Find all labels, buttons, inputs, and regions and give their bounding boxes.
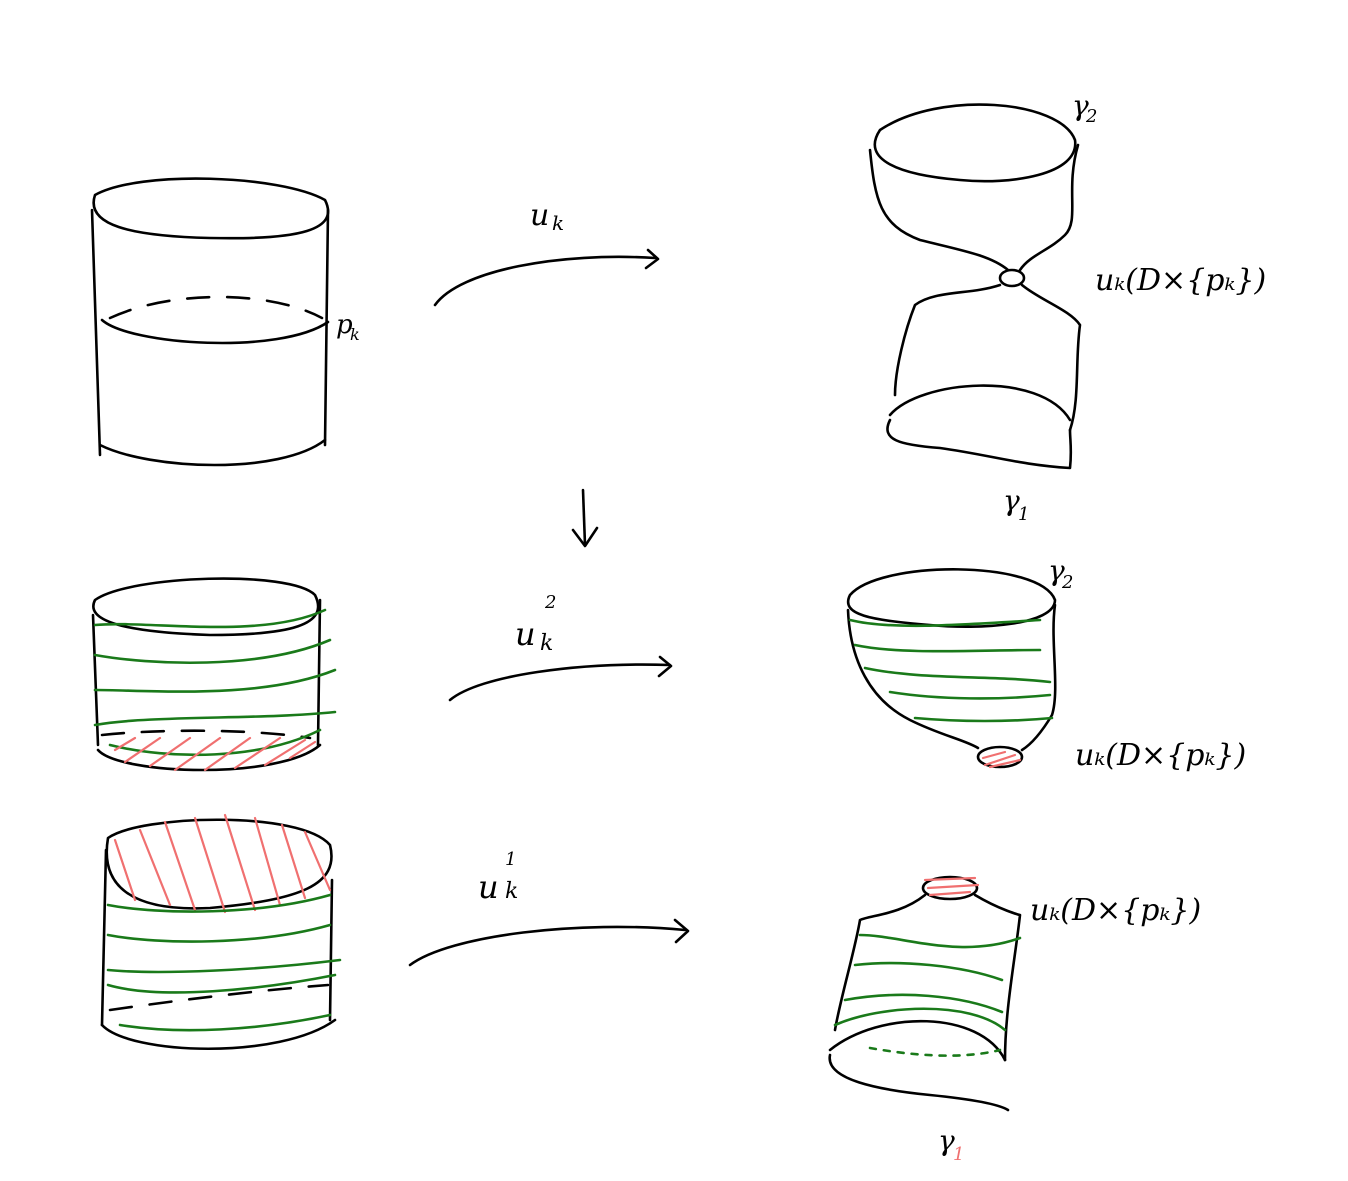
red-hatch-bottom — [113, 736, 317, 772]
svg-text:1: 1 — [1018, 504, 1029, 525]
svg-text:2: 2 — [1061, 572, 1073, 593]
svg-text:γ: γ — [1048, 554, 1065, 587]
svg-text:γ: γ — [1072, 89, 1089, 122]
image-mid — [846, 568, 1057, 769]
svg-text:u: u — [478, 868, 499, 906]
cylinder-mid — [91, 577, 337, 772]
arrow-uk2: u 2 k — [448, 592, 673, 702]
image-top — [868, 103, 1082, 470]
svg-text:u: u — [515, 615, 536, 653]
svg-text:u: u — [530, 198, 549, 233]
red-hatch-top — [113, 813, 332, 914]
label-image-top: uₖ(D×{pₖ}) — [1095, 263, 1266, 298]
svg-text:1: 1 — [505, 849, 516, 870]
image-bot — [828, 875, 1022, 1112]
svg-text:k: k — [540, 631, 553, 656]
svg-text:2: 2 — [1085, 106, 1097, 127]
cylinder-top — [90, 177, 330, 467]
svg-text:γ: γ — [1003, 484, 1020, 517]
label-pk: p k — [336, 310, 360, 344]
svg-text:2: 2 — [544, 592, 556, 613]
arrow-down — [571, 488, 599, 548]
svg-text:k: k — [350, 325, 360, 344]
label-gamma1-top: γ 1 — [1003, 484, 1029, 525]
svg-text:1: 1 — [953, 1144, 964, 1165]
label-image-bot: uₖ(D×{pₖ}) — [1030, 893, 1201, 928]
arrow-uk: u k — [433, 198, 660, 307]
svg-text:γ: γ — [938, 1124, 955, 1157]
svg-text:p: p — [336, 310, 353, 340]
svg-text:k: k — [505, 879, 518, 904]
arrow-uk1: u 1 k — [408, 849, 690, 967]
label-gamma2-mid: γ 2 — [1048, 554, 1073, 593]
label-gamma2-top: γ 2 — [1072, 89, 1097, 127]
label-gamma1-bot: γ 1 — [938, 1124, 964, 1165]
cylinder-bot — [100, 813, 342, 1050]
label-image-mid: uₖ(D×{pₖ}) — [1075, 738, 1246, 773]
svg-text:k: k — [552, 211, 564, 235]
